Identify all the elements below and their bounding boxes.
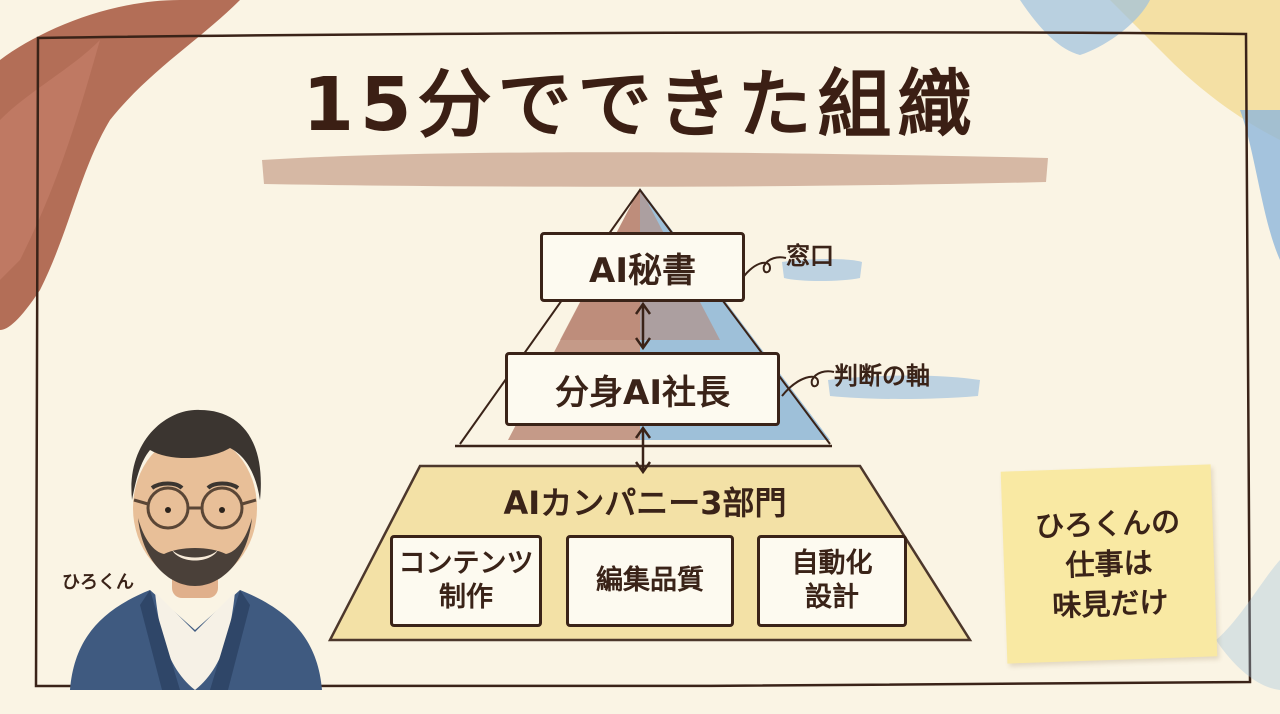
person-illustration: [70, 409, 322, 690]
department-automation-box: 自動化 設計: [757, 535, 907, 627]
page-title: 15分でできた組織: [302, 62, 978, 148]
person-name-label: ひろくん: [62, 572, 134, 593]
department-automation-line2: 設計: [805, 582, 859, 613]
ai-company-label: AIカンパニー3部門: [503, 484, 787, 522]
sticky-line-3: 味見だけ: [1051, 584, 1169, 623]
note-highlight-top: [782, 259, 862, 281]
clone-ceo-note: 判断の軸: [834, 362, 930, 390]
note-leader-middle: [781, 370, 835, 397]
sticky-note: ひろくんの 仕事は 味見だけ: [1000, 464, 1218, 664]
beard: [138, 518, 252, 586]
watercolor-splash-right-blue-2: [1240, 110, 1280, 260]
watercolor-splash-left-light: [0, 40, 100, 280]
shirt: [155, 592, 235, 690]
department-editing-line1: 編集品質: [596, 565, 704, 597]
glasses: [133, 486, 257, 530]
ai-secretary-box: AI秘書: [540, 232, 745, 302]
sticky-accent: [1216, 560, 1280, 690]
note-highlight-middle: [828, 375, 980, 399]
department-content-line2: 制作: [439, 582, 493, 613]
ai-secretary-note: 窓口: [786, 242, 834, 270]
department-automation-line1: 自動化: [791, 548, 873, 580]
arrow-middle-to-base: [634, 425, 652, 475]
hair: [131, 409, 261, 500]
sticky-line-2: 仕事は: [1064, 545, 1154, 583]
department-content-box: コンテンツ 制作: [390, 535, 542, 627]
clone-ceo-box: 分身AI社長: [505, 352, 780, 426]
sticky-line-1: ひろくんの: [1034, 504, 1181, 544]
note-leader-top: [739, 256, 787, 283]
watercolor-splash-right-blue: [1020, 0, 1150, 55]
department-content-line1: コンテンツ: [398, 548, 534, 580]
arrow-top-to-middle: [634, 301, 652, 351]
frame-border: [34, 31, 1252, 689]
department-editing-box: 編集品質: [566, 535, 734, 627]
title-brush-underline: [262, 152, 1048, 187]
